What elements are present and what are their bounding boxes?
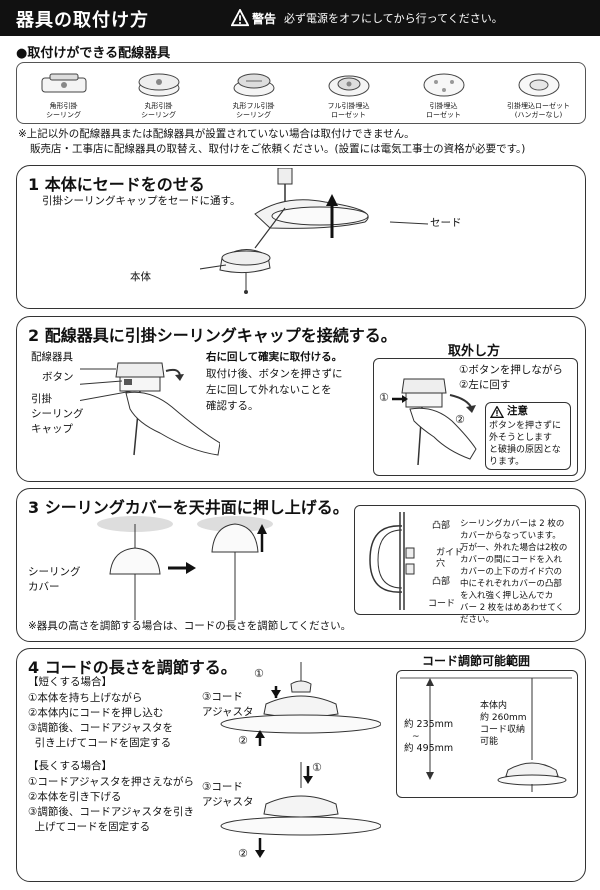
short-step: 引き上げてコードを固定する bbox=[28, 737, 172, 749]
label-cord: コード bbox=[428, 599, 456, 609]
fixtures-panel bbox=[16, 62, 586, 124]
short-step: ③調節後、コードアジャスタを bbox=[28, 722, 173, 734]
label-button: ボタン bbox=[42, 371, 74, 383]
warning-icon bbox=[231, 9, 249, 27]
range-min: 約 235mm bbox=[404, 719, 454, 730]
step3-illustration bbox=[97, 516, 273, 620]
fixture-label: フル引掛埋込 ローゼット bbox=[327, 102, 370, 119]
label-guide: ガイド 穴 bbox=[436, 548, 464, 569]
short-step: ①本体を持ち上げながら bbox=[28, 692, 143, 704]
short-heading: 【短くする場合】 bbox=[28, 676, 112, 688]
long-step: ③調節後、コードアジャスタを引き bbox=[28, 806, 194, 818]
fixture-label: 丸形引掛 シーリング bbox=[141, 102, 176, 119]
range-panel bbox=[396, 670, 578, 798]
cover-info-text: シーリングカバーは 2 枚の カバーからなっています。 万が一、外れた場合は2枚… bbox=[460, 519, 568, 625]
removal-step1: ①ボタンを押しながら bbox=[459, 364, 563, 376]
step3-title: 3 シーリングカバーを天井面に押し上げる。 bbox=[28, 498, 349, 517]
fixture-label: 引掛埋込ローゼット (ハンガーなし) bbox=[507, 102, 570, 119]
marker: ① bbox=[312, 761, 322, 774]
long-step: ①コードアジャスタを押さえながら bbox=[28, 776, 194, 788]
range-tilde: ~ bbox=[412, 732, 420, 742]
embedded-rosette-icon bbox=[423, 73, 464, 97]
label-shade: セード bbox=[430, 217, 462, 229]
marker: ② bbox=[238, 734, 248, 747]
round-full-ceiling-icon bbox=[233, 73, 274, 97]
removal-illustration bbox=[392, 378, 477, 466]
caution-title: 注意 bbox=[507, 405, 528, 417]
fixture-label: 引掛埋込 ローゼット bbox=[426, 102, 461, 119]
fixture-label: 角形引掛 シーリング bbox=[46, 102, 81, 119]
caution-text: ボタンを押さずに 外そうとします と破損の原因とな ります。 bbox=[489, 421, 562, 467]
step4-illustration bbox=[220, 662, 381, 858]
embedded-rosette-no-hanger-icon bbox=[518, 73, 559, 97]
label-cover: シーリング カバー bbox=[28, 566, 81, 593]
step1-illustration bbox=[200, 168, 429, 294]
fixture-embedded-rosette-no-hanger: 引掛埋込ローゼット (ハンガーなし) bbox=[491, 68, 586, 120]
step3-panel bbox=[16, 488, 586, 642]
caution-icon bbox=[490, 406, 504, 418]
square-ceiling-icon bbox=[41, 73, 86, 93]
marker: ② bbox=[238, 847, 248, 860]
step1-title: 1 本体にセードをのせる bbox=[28, 175, 205, 194]
cover-illustration bbox=[369, 512, 415, 610]
fixture-square-ceiling: 角形引掛 シーリング bbox=[16, 68, 111, 120]
removal-marker-2: ② bbox=[455, 413, 465, 426]
page-title: 器具の取付け方 bbox=[16, 10, 149, 31]
range-illustration bbox=[400, 677, 572, 792]
step2-text-bold: 右に回して確実に取付ける。 bbox=[206, 351, 343, 363]
fixtures-heading: ●取付けができる配線器具 bbox=[16, 46, 171, 61]
range-max: 約 495mm bbox=[404, 743, 454, 754]
label-convex: 凸部 bbox=[432, 521, 451, 531]
range-title: コード調節可能範囲 bbox=[422, 654, 531, 668]
fixture-round-ceiling: 丸形引掛 シーリング bbox=[111, 68, 206, 120]
step4-panel bbox=[16, 648, 586, 882]
caution-box bbox=[485, 402, 571, 470]
removal-step2: ②左に回す bbox=[459, 379, 511, 391]
label-fixture: 配線器具 bbox=[31, 351, 73, 363]
warning-banner: 警告 必ず電源をオフにしてから行ってください。 bbox=[231, 8, 503, 28]
warning-label: 警告 bbox=[252, 11, 277, 26]
full-embedded-rosette-icon bbox=[328, 75, 369, 97]
range-inside: 本体内 約 260mm コード収納 可能 bbox=[480, 701, 527, 747]
label-adjuster: ③コード アジャスタ bbox=[202, 781, 254, 808]
long-step: ②本体を引き下げる bbox=[28, 791, 122, 803]
label-body: 本体 bbox=[130, 271, 151, 283]
header-bar: 器具の取付け方 警告 必ず電源をオフにしてから行ってください。 bbox=[0, 0, 600, 36]
step3-note: ※器具の高さを調節する場合は、コードの長さを調節してください。 bbox=[28, 620, 352, 632]
long-heading: 【長くする場合】 bbox=[28, 760, 112, 772]
cover-info-panel bbox=[354, 505, 580, 615]
step2-text: 取付け後、ボタンを押さずに 左に回して外れないことを 確認する。 bbox=[206, 368, 343, 412]
fixture-round-full-ceiling: 丸形フル引掛 シーリング bbox=[206, 68, 301, 120]
step4-title: 4 コードの長さを調節する。 bbox=[28, 658, 237, 677]
step1-panel bbox=[16, 165, 586, 309]
fixture-embedded-rosette: 引掛埋込 ローゼット bbox=[396, 68, 491, 120]
warning-text: 必ず電源をオフにしてから行ってください。 bbox=[284, 12, 503, 25]
long-step: 上げてコードを固定する bbox=[28, 821, 151, 833]
label-cap: 引掛 シーリング キャップ bbox=[31, 393, 84, 435]
short-step: ②本体内にコードを押し込む bbox=[28, 707, 164, 719]
fixtures-note-1: ※上記以外の配線器具または配線器具が設置されていない場合は取付けできません。 bbox=[18, 128, 415, 140]
fixtures-note-2: 販売店・工事店に配線器具の取替え、取付けをご依頼ください。(設置には電気工事士の… bbox=[30, 143, 526, 155]
marker: ① bbox=[254, 667, 264, 680]
fixture-label: 丸形フル引掛 シーリング bbox=[232, 102, 275, 119]
removal-title: 取外し方 bbox=[448, 344, 501, 359]
step2-panel bbox=[16, 316, 586, 482]
step1-desc: 引掛シーリングキャップをセードに通す。 bbox=[42, 195, 241, 207]
label-convex-2: 凸部 bbox=[432, 577, 451, 587]
step2-illustration bbox=[80, 362, 220, 456]
step2-title: 2 配線器具に引掛シーリングキャップを接続する。 bbox=[28, 326, 397, 345]
fixture-full-embedded-rosette: フル引掛埋込 ローゼット bbox=[301, 68, 396, 120]
removal-marker-1: ① bbox=[379, 391, 389, 404]
removal-panel bbox=[373, 358, 578, 476]
label-adjuster: ③コード アジャスタ bbox=[202, 691, 254, 718]
round-ceiling-icon bbox=[138, 73, 179, 97]
